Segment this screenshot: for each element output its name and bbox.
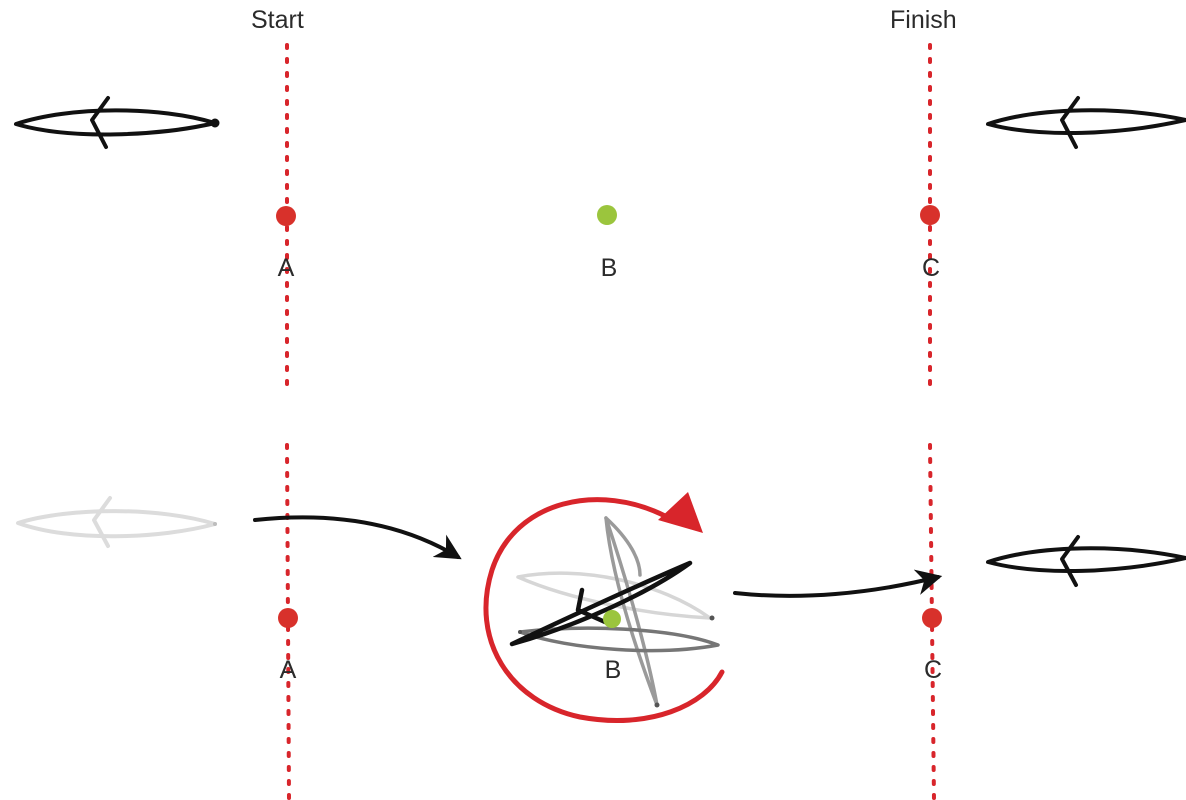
- shape-icon: [986, 96, 1186, 149]
- path-arrow-icon: [733, 569, 943, 598]
- point-b-label: B: [600, 254, 618, 282]
- finish-label: Finish: [890, 6, 957, 34]
- point-a-dot: [278, 608, 298, 628]
- shape-icon: [14, 96, 220, 149]
- point-a-label: A: [279, 656, 297, 684]
- rotation-arrow-icon: [483, 492, 725, 723]
- ghost-shape-icon: [16, 496, 217, 548]
- point-c-dot: [922, 608, 942, 628]
- shape-icon: [986, 535, 1186, 587]
- start-label: Start: [251, 6, 304, 34]
- point-c-label: C: [923, 656, 943, 684]
- point-b-dot: [597, 205, 617, 225]
- point-c-dot: [920, 205, 940, 225]
- path-arrow-icon: [253, 515, 462, 560]
- point-b-dot: [603, 610, 621, 628]
- start-boundary-line: [285, 43, 291, 800]
- point-c-label: C: [921, 254, 941, 282]
- point-a-label: A: [277, 254, 295, 282]
- rotating-shapes: [509, 516, 720, 708]
- point-b-label: B: [604, 656, 622, 684]
- point-a-dot: [276, 206, 296, 226]
- finish-boundary-line: [928, 43, 936, 800]
